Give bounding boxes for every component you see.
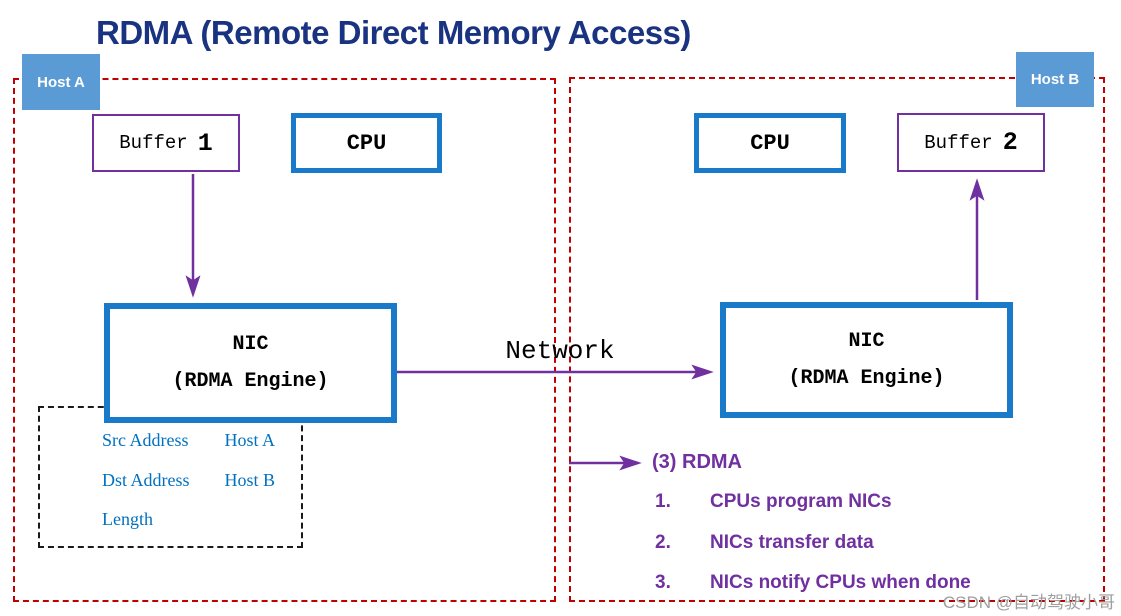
buffer-1-label: Buffer bbox=[119, 132, 188, 154]
rdma-step-3-text: NICs notify CPUs when done bbox=[710, 572, 971, 593]
rdma-step-3-num: 3. bbox=[655, 572, 671, 593]
rdma-step-2: 2. NICs transfer data bbox=[655, 532, 874, 554]
param-row-src: Src Address Host A bbox=[102, 430, 275, 451]
rdma-step-1: 1. CPUs program NICs bbox=[655, 491, 892, 513]
host-b-badge: Host B bbox=[1016, 52, 1094, 107]
rdma-step-1-num: 1. bbox=[655, 491, 671, 512]
param-dst-label: Dst Address bbox=[102, 470, 190, 490]
page-title: RDMA (Remote Direct Memory Access) bbox=[96, 14, 691, 51]
nic-b-line2: (RDMA Engine) bbox=[788, 367, 945, 390]
param-row-length: Length bbox=[102, 509, 220, 530]
buffer-2-number: 2 bbox=[1002, 128, 1018, 157]
buffer-1-box: Buffer 1 bbox=[92, 114, 240, 172]
nic-a-line2: (RDMA Engine) bbox=[172, 370, 329, 393]
param-src-value: Host A bbox=[224, 430, 276, 450]
rdma-step-3: 3. NICs notify CPUs when done bbox=[655, 572, 971, 594]
buffer-1-number: 1 bbox=[197, 128, 213, 158]
nic-b-line1: NIC bbox=[848, 330, 885, 353]
host-a-badge: Host A bbox=[22, 54, 100, 110]
rdma-step-1-text: CPUs program NICs bbox=[710, 491, 892, 512]
cpu-a-box: CPU bbox=[291, 113, 442, 173]
rdma-note-heading: (3) RDMA bbox=[652, 451, 742, 473]
param-row-dst: Dst Address Host B bbox=[102, 470, 275, 491]
host-a-region bbox=[13, 78, 556, 602]
buffer-2-box: Buffer 2 bbox=[897, 113, 1045, 172]
rdma-step-2-num: 2. bbox=[655, 532, 671, 553]
nic-b-box: NIC (RDMA Engine) bbox=[720, 302, 1013, 418]
nic-a-line1: NIC bbox=[232, 333, 269, 356]
host-b-region bbox=[569, 77, 1105, 602]
cpu-b-box: CPU bbox=[694, 113, 846, 173]
transfer-params-box: Src Address Host A Dst Address Host B Le… bbox=[38, 406, 303, 548]
watermark: CSDN @自动驾驶小哥 bbox=[942, 593, 1115, 612]
param-src-label: Src Address bbox=[102, 430, 189, 450]
param-length-label: Length bbox=[102, 509, 153, 529]
param-dst-value: Host B bbox=[224, 470, 276, 490]
nic-a-box: NIC (RDMA Engine) bbox=[104, 303, 397, 423]
buffer-2-label: Buffer bbox=[924, 131, 993, 154]
network-label: Network bbox=[505, 336, 615, 366]
rdma-step-2-text: NICs transfer data bbox=[710, 532, 874, 553]
